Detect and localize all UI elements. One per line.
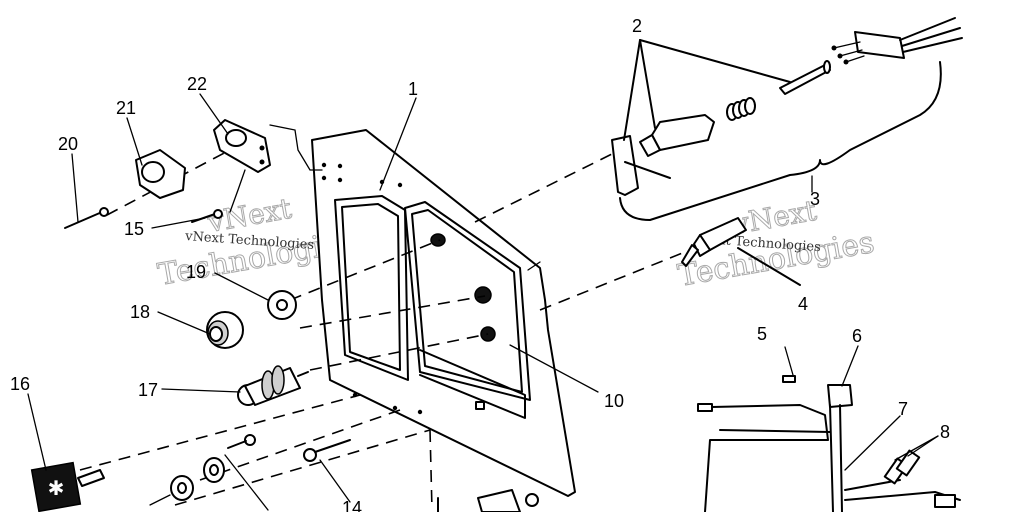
- spring: [726, 97, 756, 121]
- callout-20: 20: [58, 134, 78, 154]
- callout-17: 17: [138, 380, 158, 400]
- callout-18: 18: [130, 302, 150, 322]
- callout-numbers: 1 2 3 4 5 6 7 8 10 14 15 16 17 18 19 20 …: [10, 16, 950, 512]
- callout-1: 1: [408, 79, 418, 99]
- svg-text:✱: ✱: [48, 476, 65, 500]
- key-16: ✱: [30, 461, 105, 512]
- toggle-switch: [681, 217, 801, 286]
- callout-3: 3: [810, 189, 820, 209]
- mount-bracket: [64, 119, 271, 229]
- callout-19: 19: [186, 262, 206, 282]
- wiring-harness: [697, 345, 961, 512]
- callout-21: 21: [116, 98, 136, 118]
- switch-assembly: [611, 17, 963, 221]
- screw-14: [303, 439, 351, 503]
- watermark-right-small: xt Technologies: [718, 233, 822, 255]
- callout-8: 8: [940, 422, 950, 442]
- washer-19: [267, 290, 297, 320]
- lockwashers: [149, 454, 269, 511]
- callout-14: 14: [342, 498, 362, 512]
- callout-22: 22: [187, 74, 207, 94]
- callout-10: 10: [604, 391, 624, 411]
- callout-5: 5: [757, 324, 767, 344]
- bottom-bracket: [437, 489, 539, 512]
- callout-4: 4: [798, 294, 808, 314]
- nut-18: [206, 311, 244, 349]
- callout-2: 2: [632, 16, 642, 36]
- callout-16: 16: [10, 374, 30, 394]
- callout-15: 15: [124, 219, 144, 239]
- callout-6: 6: [852, 326, 862, 346]
- callout-7: 7: [898, 399, 908, 419]
- assembly-lines: [79, 124, 691, 511]
- instrument-panel: [311, 129, 576, 497]
- ignition-switch-17: [237, 365, 309, 406]
- small-screw: [227, 434, 256, 449]
- callout-leaders: [27, 93, 813, 471]
- ignition-hardware: ✱: [30, 290, 539, 512]
